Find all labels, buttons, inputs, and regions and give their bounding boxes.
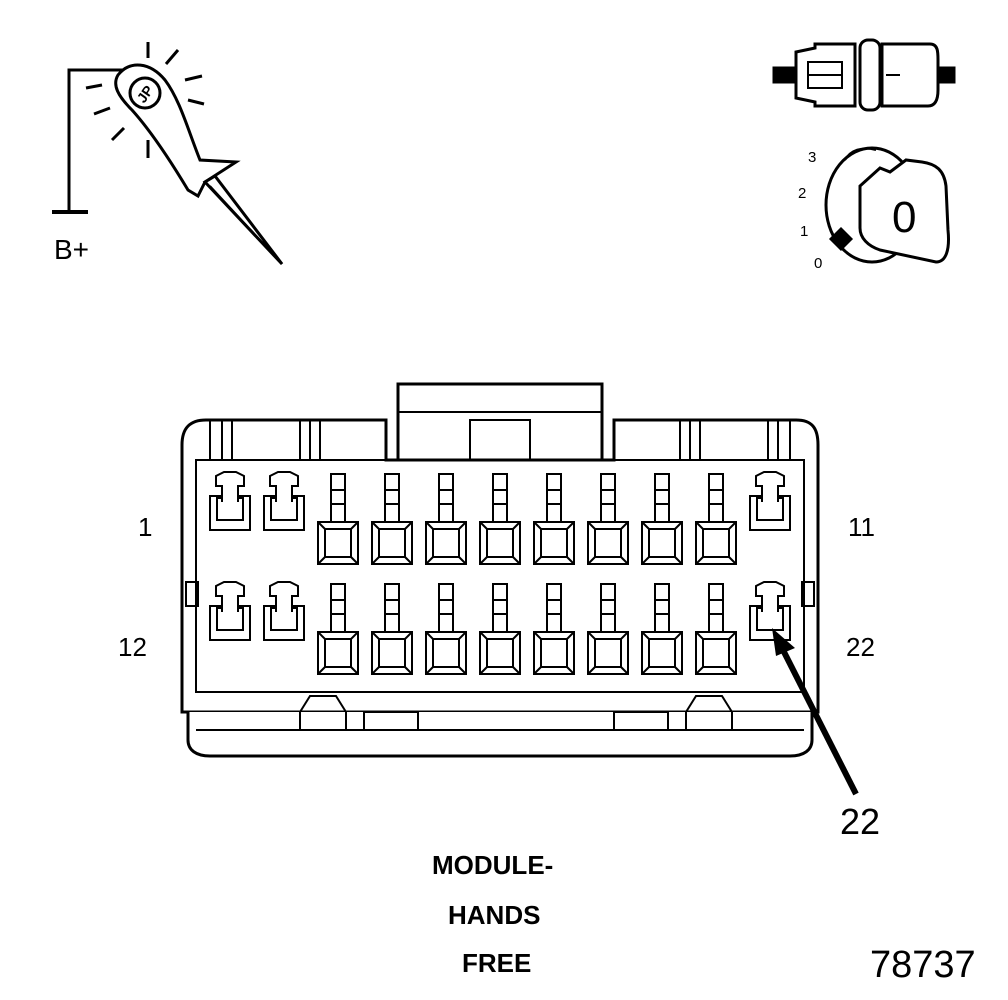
pin-cavity-8 (587, 473, 629, 565)
pin-cavity-6 (479, 473, 521, 565)
pin-cavity-20 (641, 583, 683, 675)
pin-cavity-12 (209, 581, 251, 641)
pin-cavity-14 (317, 583, 359, 675)
pin-cavity-1 (209, 471, 251, 531)
pin-label-row2-start: 12 (118, 632, 147, 662)
pin-label-row1-start: 1 (138, 512, 153, 542)
ignition-key-position: 0 (892, 193, 917, 242)
ignition-position-1: 1 (800, 223, 809, 240)
pin-cavity-3 (317, 473, 359, 565)
pin-cavity-15 (371, 583, 413, 675)
pin-cavity-4 (371, 473, 413, 565)
pin-cavity-5 (425, 473, 467, 565)
pin-cavity-17 (479, 583, 521, 675)
pin-cavity-2 (263, 471, 305, 531)
callout-pin-number: 22 (840, 801, 881, 842)
ignition-key-icon (824, 146, 950, 264)
pin-cavity-10 (695, 473, 737, 565)
connector-face-icon (180, 382, 820, 758)
pin-22-callout-arrow (772, 628, 859, 796)
ignition-position-0: 0 (814, 255, 823, 272)
figure-title-line-2: HANDS (448, 900, 541, 930)
pin-cavity-16 (425, 583, 467, 675)
pin-cavity-18 (533, 583, 575, 675)
pin-cavity-7 (533, 473, 575, 565)
ignition-position-3: 3 (808, 149, 817, 166)
pin-label-row2-end: 22 (846, 632, 875, 662)
pin-cavity-22 (749, 581, 791, 641)
pin-cavity-9 (641, 473, 683, 565)
pin-label-row1-end: 11 (848, 512, 875, 542)
pin-cavity-11 (749, 471, 791, 531)
figure-reference-number: 78737 (870, 944, 976, 986)
pin-cavity-13 (263, 581, 305, 641)
connector-pin-cavities (209, 471, 791, 675)
figure-title-line-1: MODULE- (432, 850, 554, 880)
disconnected-connector-icon (772, 38, 956, 112)
b-plus-label: B+ (54, 234, 90, 265)
ignition-position-2: 2 (798, 185, 807, 202)
pin-cavity-19 (587, 583, 629, 675)
pin-cavity-21 (695, 583, 737, 675)
figure-title-line-3: FREE (462, 948, 532, 978)
test-lamp-icon (52, 42, 284, 266)
